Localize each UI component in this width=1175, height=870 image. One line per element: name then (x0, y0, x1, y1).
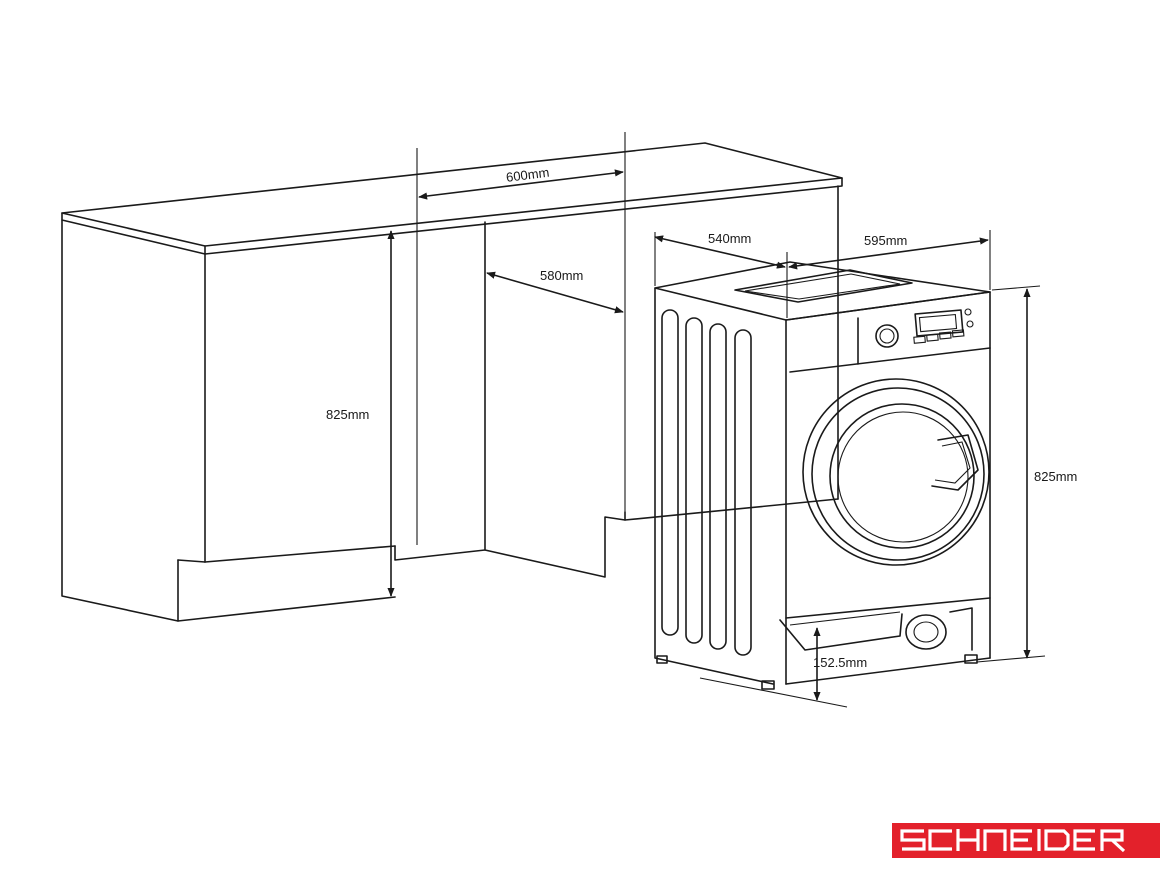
machine-depth-label: 540mm (708, 231, 751, 246)
washing-machine (654, 261, 1046, 708)
dimension-lines (387, 169, 1041, 701)
machine-height-label: 825mm (1034, 469, 1077, 484)
cabinet-width-label: 600mm (505, 165, 550, 185)
kitchen-cabinet (61, 132, 843, 622)
plinth-height-label: 152.5mm (813, 655, 867, 670)
cabinet-depth-label: 580mm (540, 268, 583, 283)
schneider-logo (892, 823, 1160, 858)
machine-width-label: 595mm (864, 233, 907, 248)
cabinet-height-label: 825mm (326, 407, 369, 422)
